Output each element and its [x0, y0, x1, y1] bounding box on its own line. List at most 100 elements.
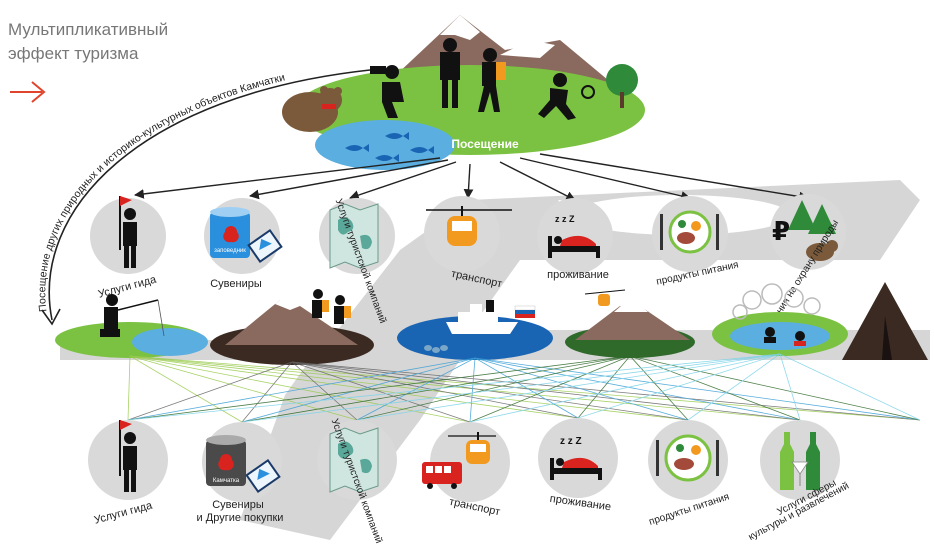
mug-text-top: заповедник — [214, 248, 246, 254]
reserve-arrows — [134, 153, 809, 202]
top-souvenirs-label: Сувениры — [210, 278, 262, 290]
network-line — [129, 355, 801, 421]
explorer-icon — [538, 73, 595, 120]
svg-text:z z Z: z z Z — [560, 436, 582, 447]
guide-flag-icon — [119, 196, 137, 268]
network-line — [474, 357, 921, 421]
hiker-icon — [478, 48, 506, 112]
bottom-guide-label: Услуги гида — [93, 499, 155, 526]
network-line — [129, 355, 579, 419]
network-line — [577, 355, 631, 419]
bottom-service-transport: транспорт — [422, 422, 510, 518]
network-line — [291, 361, 358, 421]
title-line-1: Мультипликативный — [8, 20, 169, 39]
network-line — [127, 353, 781, 421]
reserve-label-2: заповедника — [447, 151, 523, 165]
ship-icon — [446, 300, 518, 334]
network-line — [577, 353, 781, 419]
network-line — [779, 353, 801, 421]
network-line — [469, 353, 781, 423]
volcano-hikers — [210, 289, 374, 365]
reserve-scene: Посещение заповедника — [282, 15, 645, 170]
steam-icon — [732, 283, 821, 320]
bottom-guide-flag-icon — [119, 420, 137, 492]
top-guide-label: Услуги гида — [97, 273, 159, 300]
network-line — [474, 357, 689, 421]
bottom-service-lodging: z z Z проживание — [538, 418, 618, 513]
hikers-icon — [312, 289, 351, 324]
mug-icon: заповедник — [210, 207, 250, 258]
network-line — [474, 357, 801, 421]
network-line — [356, 353, 781, 421]
network-line — [127, 355, 131, 421]
top-service-guide: Услуги гида — [90, 196, 166, 301]
network-line — [127, 357, 476, 421]
network-lines — [127, 353, 921, 423]
network-line — [129, 355, 243, 423]
reserve-label-1: Посещение — [451, 137, 519, 151]
network-line — [241, 357, 476, 423]
bottom-cable-car-icon — [448, 432, 496, 464]
network-line — [127, 361, 293, 421]
postcard-icon — [247, 228, 283, 264]
network-line — [129, 355, 358, 421]
tree-icon — [606, 64, 638, 108]
diagram-title: Мультипликативный эффект туризма — [8, 18, 168, 66]
photographer-icon — [370, 65, 404, 118]
network-line — [779, 353, 921, 421]
plate-icon — [660, 210, 719, 254]
network-line — [469, 357, 476, 423]
top-service-transport: транспорт — [424, 196, 512, 290]
sea-cruise — [397, 300, 553, 360]
tent-icon — [842, 282, 928, 360]
cable-car-icon — [426, 206, 512, 246]
binoculars-person-icon — [440, 38, 460, 108]
bottom-service-guide: Услуги гида — [88, 420, 168, 527]
bed-icon: z z Z — [548, 214, 600, 258]
bottom-bed-icon: z z Z — [550, 436, 602, 480]
bear-icon — [282, 86, 342, 132]
network-line — [241, 353, 781, 423]
russian-flag-icon — [514, 305, 536, 318]
ruble-icon: ₽ — [772, 217, 790, 247]
network-line — [241, 361, 293, 423]
top-service-lodging: z z Z проживание — [537, 198, 613, 281]
bottom-postcard-icon — [245, 458, 281, 494]
svg-text:₽: ₽ — [772, 217, 790, 247]
attractions-row — [55, 282, 928, 365]
network-line — [469, 355, 631, 423]
network-line — [356, 357, 476, 421]
bottom-service-food: продукты питания — [648, 420, 731, 528]
title-arrow-icon — [10, 81, 46, 103]
network-line — [474, 357, 579, 419]
bottom-service-culture: Услуги сферы культуры и развлечений — [747, 420, 851, 543]
network-line — [629, 355, 689, 421]
bottom-souvenirs-label-2: и Другие покупки — [197, 512, 284, 524]
network-line — [687, 353, 781, 421]
bathers-icon — [764, 327, 806, 346]
network-line — [129, 355, 689, 421]
network-line — [129, 355, 921, 421]
bottom-map-icon — [329, 427, 379, 493]
seals-icon — [424, 345, 448, 353]
network-line — [356, 355, 631, 421]
top-service-souvenirs: заповедник Сувениры — [204, 198, 283, 290]
title-line-2: эффект туризма — [8, 44, 139, 63]
network-line — [127, 355, 631, 421]
bus-icon — [422, 462, 462, 489]
mug-text-bottom: Камчатка — [213, 478, 240, 484]
network-line — [291, 361, 471, 423]
bottom-services: Услуги гида Камчатка Сувениры и Другие п… — [88, 417, 851, 545]
bottom-plate-icon — [656, 434, 719, 482]
bottles-glass-icon — [780, 432, 820, 490]
bottom-mug-icon: Камчатка — [206, 435, 246, 486]
small-bear-icon — [806, 240, 838, 261]
fishing-spot — [55, 294, 208, 358]
map-icon — [329, 203, 379, 269]
fisherman-icon — [100, 294, 165, 337]
top-service-food: продукты питания — [652, 196, 740, 288]
green-volcano — [565, 289, 695, 358]
fir-tree-icon — [788, 200, 836, 234]
